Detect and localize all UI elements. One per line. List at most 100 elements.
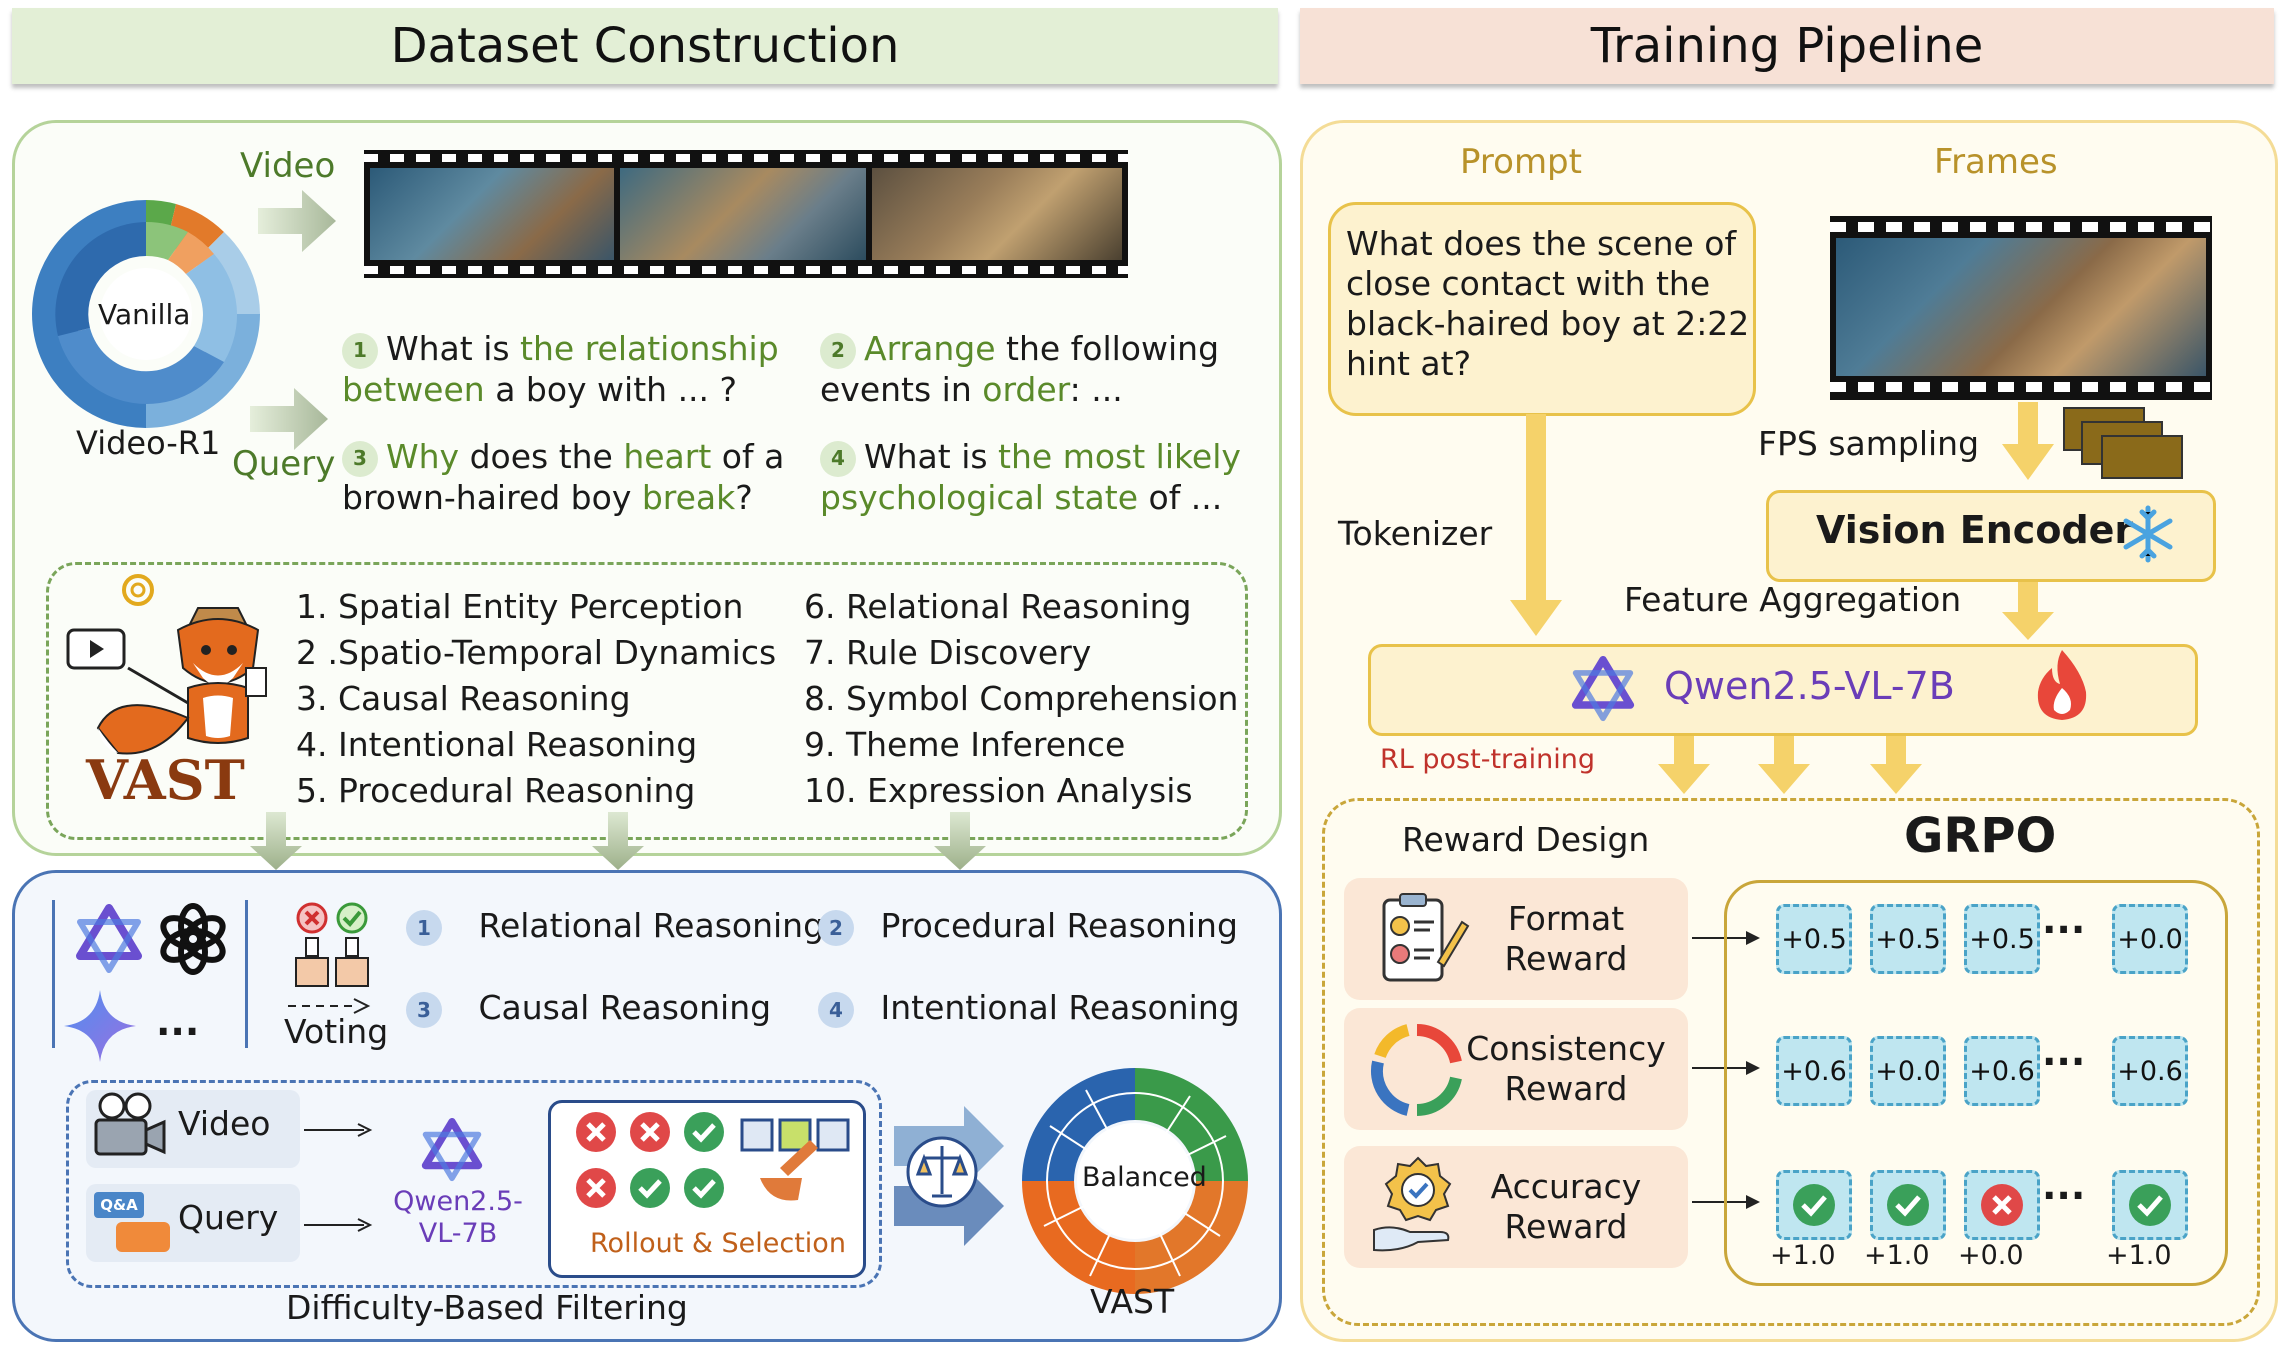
selected-category-4: 4 Intentional Reasoning xyxy=(818,988,1240,1028)
accuracy-reward-card: Accuracy Reward xyxy=(1344,1146,1688,1268)
donut-caption: Video-R1 xyxy=(76,424,221,462)
reward-value-label: +1.0 xyxy=(1864,1240,1930,1271)
query-label: Query xyxy=(232,444,336,484)
reward-value-box: +0.6 xyxy=(1964,1036,2040,1106)
feature-aggregation-label: Feature Aggregation xyxy=(1624,580,1962,619)
reward-value-box: +0.0 xyxy=(1870,1036,1946,1106)
category-item: 5. Procedural Reasoning xyxy=(296,771,696,810)
number-badge: 1 xyxy=(342,332,378,369)
grpo-label: GRPO xyxy=(1904,808,2057,864)
rl-label: RL post-training xyxy=(1380,744,1596,775)
number-badge: 4 xyxy=(820,440,856,477)
balanced-center-label: Balanced xyxy=(1082,1162,1207,1193)
video-chip-label: Video xyxy=(178,1104,271,1143)
reward-value-label: +0.0 xyxy=(1958,1240,2024,1271)
voting-label: Voting xyxy=(284,1012,389,1051)
category-item: 4. Intentional Reasoning xyxy=(296,725,698,764)
question-text: a boy with ... ? xyxy=(484,370,738,409)
vision-encoder-label: Vision Encoder xyxy=(1816,508,2134,552)
balanced-caption: VAST xyxy=(1090,1282,1175,1321)
ellipsis: ... xyxy=(2042,1164,2086,1208)
check-icon xyxy=(1793,1184,1835,1226)
qa-tag: Q&A xyxy=(94,1192,144,1218)
film-perforations-top xyxy=(364,154,1128,162)
video-film-strip xyxy=(364,150,1128,278)
query-arrow xyxy=(250,388,328,450)
question-text: What is xyxy=(864,437,999,476)
format-reward-card: Format Reward xyxy=(1344,878,1688,1000)
selected-category-label: Causal Reasoning xyxy=(478,988,772,1027)
selected-category-label: Relational Reasoning xyxy=(478,906,825,945)
vast-logo: VAST xyxy=(86,748,245,812)
question-text: of a xyxy=(711,437,785,476)
snowflake-icon xyxy=(2123,505,2173,563)
category-item: 2 .Spatio-Temporal Dynamics xyxy=(296,633,777,672)
reward-value-box: +0.0 xyxy=(2112,904,2188,974)
reward-value-box: +0.5 xyxy=(1870,904,1946,974)
question-text: break xyxy=(641,478,736,517)
selected-category-3: 3 Causal Reasoning xyxy=(406,988,771,1028)
more-models-ellipsis: ... xyxy=(156,1000,200,1044)
reward-value-box xyxy=(1964,1170,2040,1240)
cross-icon xyxy=(1981,1184,2023,1226)
question-text: What is xyxy=(386,329,521,368)
number-badge: 3 xyxy=(406,991,442,1028)
video-label: Video xyxy=(240,146,336,186)
balanced-donut xyxy=(1022,1068,1248,1294)
film-perforations-bottom xyxy=(364,266,1128,274)
voting-icon xyxy=(295,902,369,987)
category-item: 10. Expression Analysis xyxy=(804,771,1193,810)
selected-category-2: 2 Procedural Reasoning xyxy=(818,906,1238,946)
number-badge: 3 xyxy=(342,440,378,477)
categories-box xyxy=(46,562,1248,840)
question-text: order xyxy=(982,370,1070,409)
rollout-results xyxy=(576,1112,724,1208)
rollout-marks xyxy=(576,1112,850,1208)
question-text: the following xyxy=(995,329,1220,368)
fox-mascot-icon xyxy=(66,574,267,755)
balance-arrow-icon xyxy=(894,1106,1004,1246)
film-perforations-top xyxy=(1830,222,2212,232)
donut-center-label: Vanilla xyxy=(98,298,191,331)
sampled-frames-icon xyxy=(2063,407,2183,479)
tokenizer-label: Tokenizer xyxy=(1338,514,1493,553)
question-text: Why xyxy=(386,437,460,476)
consistency-reward-card: Consistency Reward xyxy=(1344,1008,1688,1130)
question-text: : ... xyxy=(1069,370,1123,409)
category-item: 7. Rule Discovery xyxy=(804,633,1092,672)
film-frame-1 xyxy=(370,168,614,260)
hand-badge-icon xyxy=(1373,1156,1452,1252)
training-model-label: Qwen2.5-VL-7B xyxy=(1664,664,1955,708)
reward-value-box xyxy=(1776,1170,1852,1240)
reward-design-label: Reward Design xyxy=(1402,820,1650,859)
question-text: the relationship xyxy=(520,329,779,368)
category-item: 6. Relational Reasoning xyxy=(804,587,1192,626)
right-header-text: Training Pipeline xyxy=(1590,18,1984,74)
category-item: 8. Symbol Comprehension xyxy=(804,679,1239,718)
down-arrows xyxy=(250,812,986,870)
number-badge: 2 xyxy=(818,909,854,946)
qwen-model-icon xyxy=(421,1118,483,1182)
check-icon xyxy=(1887,1184,1929,1226)
prompt-text: What does the scene of close contact wit… xyxy=(1346,224,1750,383)
right-header: Training Pipeline xyxy=(1300,8,2274,84)
reward-arrows xyxy=(1692,931,1760,1209)
prompt-label: Prompt xyxy=(1460,142,1582,182)
openai-logo-icon xyxy=(160,903,226,975)
video-arrow xyxy=(258,190,336,252)
chat-bubble-orange xyxy=(116,1222,170,1252)
video-r1-donut xyxy=(32,199,260,428)
question-text: between xyxy=(342,370,485,409)
fps-label: FPS sampling xyxy=(1758,424,1980,463)
reward-value-box: +0.6 xyxy=(2112,1036,2188,1106)
categories-right-list: 6. Relational Reasoning 7. Rule Discover… xyxy=(804,584,1238,814)
reward-value-box xyxy=(1870,1170,1946,1240)
reward-value-box xyxy=(2112,1170,2188,1240)
reward-values-box xyxy=(1724,880,2228,1286)
pipeline-arrows xyxy=(1510,402,2054,794)
question-text: psychological state xyxy=(820,478,1139,517)
question-text: events in xyxy=(820,370,983,409)
gemini-logo-icon xyxy=(64,990,136,1062)
reward-value-box: +0.6 xyxy=(1776,1036,1852,1106)
